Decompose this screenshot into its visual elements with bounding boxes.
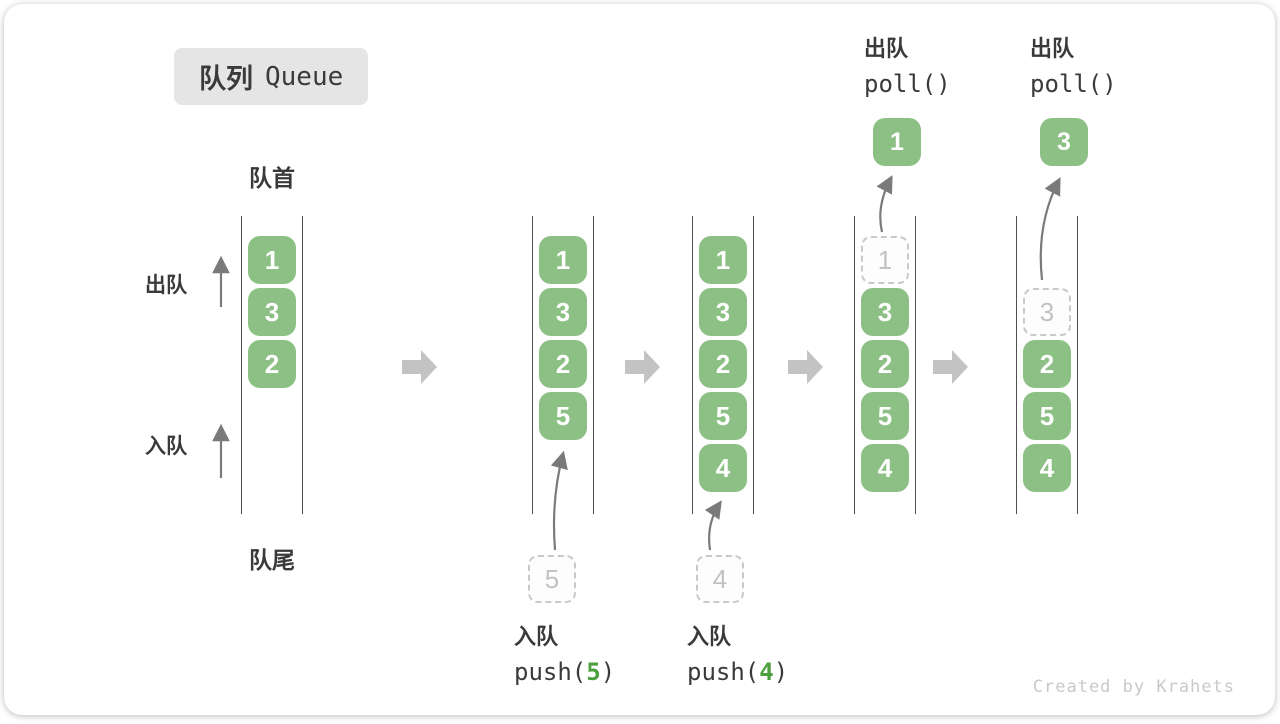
poll1-code: poll() <box>864 70 951 98</box>
queue-block: 1 <box>699 236 747 284</box>
title-zh: 队列 <box>199 64 253 94</box>
queue-state-1: 1 3 2 <box>241 216 303 514</box>
queue-block: 3 <box>699 288 747 336</box>
queue-block: 4 <box>699 444 747 492</box>
enqueue-side-label: 入队 <box>145 435 187 458</box>
enqueue-op-text: 入队 <box>687 624 732 649</box>
queue-block: 2 <box>539 340 587 388</box>
queue-state-5: 3 2 5 4 <box>1016 216 1078 514</box>
queue-state-2: 1 3 2 5 <box>532 216 594 514</box>
dequeued-ghost-block: 3 <box>1023 288 1071 336</box>
push4-code: push(4) <box>687 658 789 686</box>
queue-block: 3 <box>861 288 909 336</box>
queue-block: 2 <box>699 340 747 388</box>
poll1-op-label: 出队 poll() <box>864 36 951 97</box>
dequeue-op-text: 出队 <box>864 36 909 61</box>
queue-state-3: 1 3 2 5 4 <box>692 216 754 514</box>
queue-block: 3 <box>248 288 296 336</box>
queue-block: 1 <box>539 236 587 284</box>
transition-arrow-icon <box>788 350 823 384</box>
title-badge: 队列 Queue <box>174 48 369 105</box>
incoming-value-box: 4 <box>696 555 744 603</box>
figure-card: 队列 Queue 队首 队尾 出队 入队 1 3 2 1 3 2 5 1 3 2 <box>4 4 1275 715</box>
dequeued-ghost-block: 1 <box>861 236 909 284</box>
queue-block: 2 <box>1023 340 1071 388</box>
queue-block: 2 <box>861 340 909 388</box>
queue-block: 5 <box>861 392 909 440</box>
queue-block: 4 <box>861 444 909 492</box>
push5-code: push(5) <box>514 658 616 686</box>
push4-op-label: 入队 push(4) <box>687 624 788 685</box>
title-en: Queue <box>265 61 344 92</box>
transition-arrow-icon <box>402 350 437 384</box>
queue-block: 5 <box>1023 392 1071 440</box>
queue-block: 5 <box>539 392 587 440</box>
queue-block: 1 <box>248 236 296 284</box>
enqueue-op-text: 入队 <box>514 624 559 649</box>
queue-state-4: 1 3 2 5 4 <box>854 216 916 514</box>
push4-arg: 4 <box>759 658 774 686</box>
watermark: Created by Krahets <box>1032 677 1235 697</box>
popped-block: 3 <box>1040 118 1088 166</box>
incoming-value-box: 5 <box>528 555 576 603</box>
push5-op-label: 入队 push(5) <box>514 624 615 685</box>
queue-block: 4 <box>1023 444 1071 492</box>
queue-block: 3 <box>539 288 587 336</box>
dequeue-op-text: 出队 <box>1030 36 1075 61</box>
popped-block: 1 <box>873 118 921 166</box>
queue-block: 5 <box>699 392 747 440</box>
poll2-code: poll() <box>1030 70 1117 98</box>
poll2-op-label: 出队 poll() <box>1030 36 1117 97</box>
diagram-canvas: 队列 Queue 队首 队尾 出队 入队 1 3 2 1 3 2 5 1 3 2 <box>4 4 1275 715</box>
dequeue-side-label: 出队 <box>145 274 187 297</box>
transition-arrow-icon <box>625 350 660 384</box>
queue-block: 2 <box>248 340 296 388</box>
transition-arrow-icon <box>933 350 968 384</box>
queue-rear-label: 队尾 <box>249 547 295 573</box>
push5-arg: 5 <box>586 658 601 686</box>
queue-front-label: 队首 <box>249 165 295 191</box>
